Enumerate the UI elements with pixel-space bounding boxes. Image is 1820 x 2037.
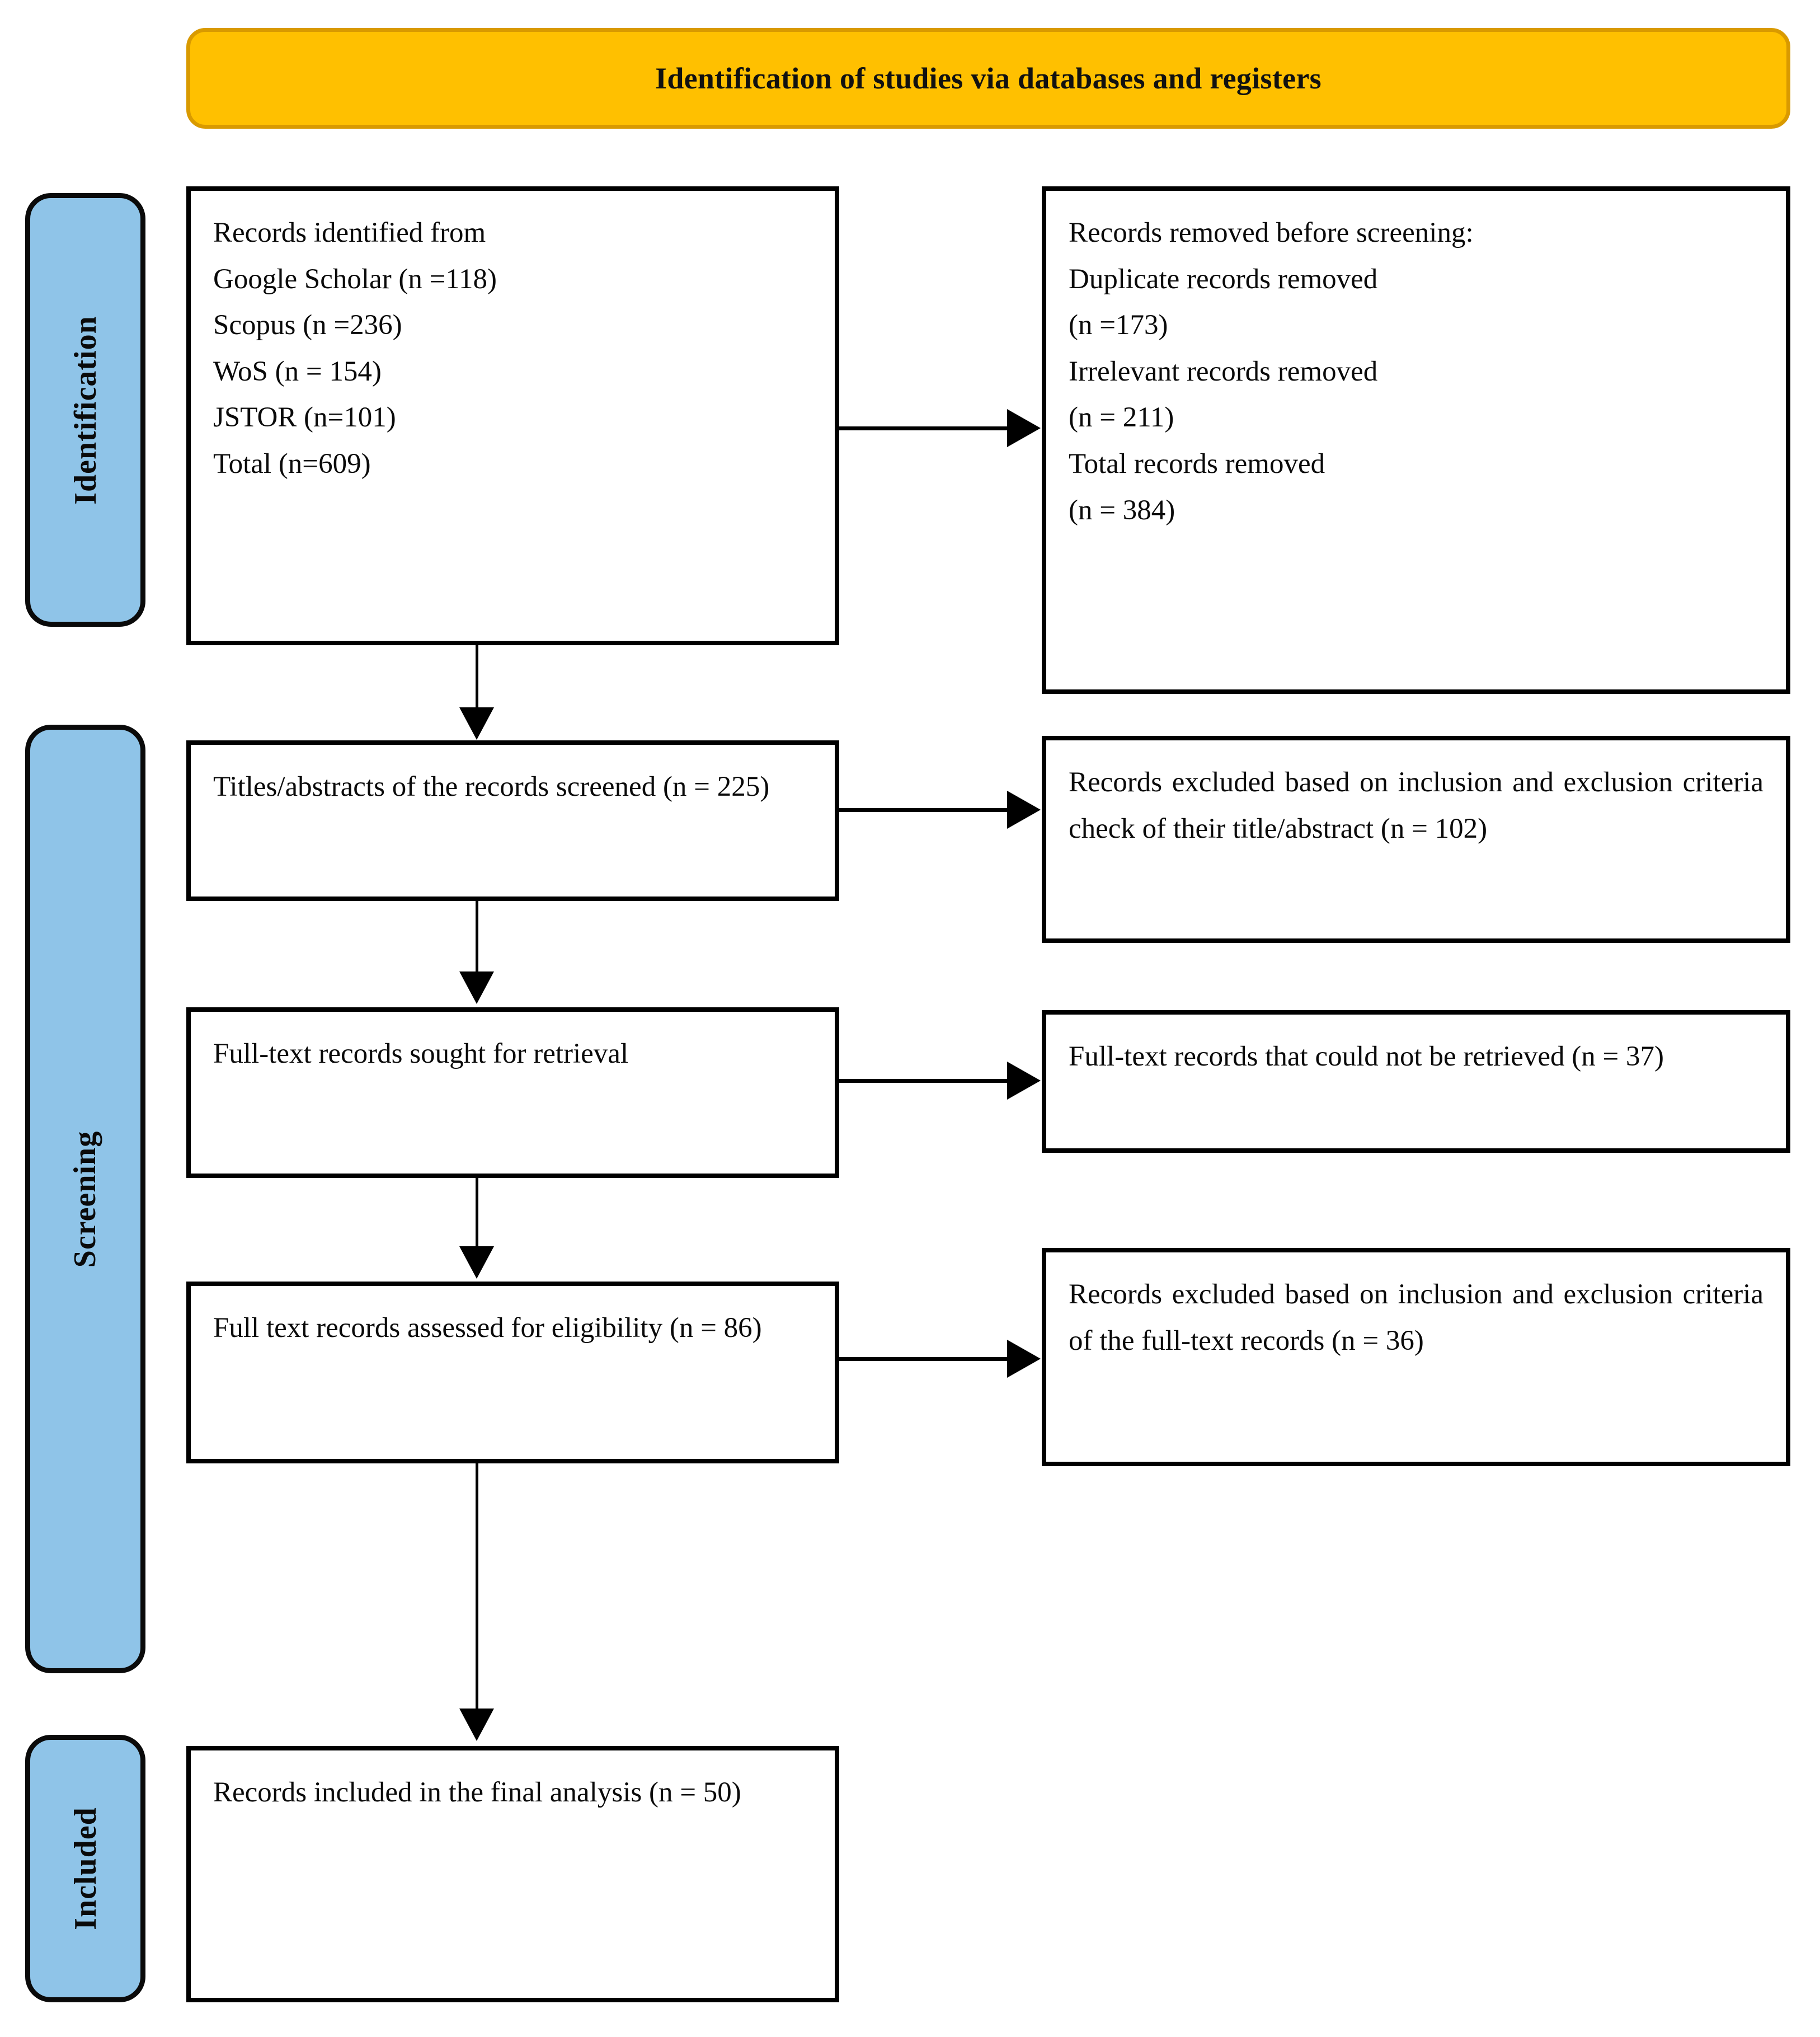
records-identified-line-2: Google Scholar (n =118) — [213, 263, 497, 295]
fulltext-not-retrieved-text: Full-text records that could not be re­t… — [1069, 1041, 1664, 1072]
arrow-assessed-to-excluded-head — [1007, 1340, 1041, 1378]
box-fulltext-not-retrieved: Full-text records that could not be re­t… — [1042, 1010, 1790, 1153]
arrow-screened-to-sought-head — [459, 971, 494, 1004]
stage-label-identification: Identification — [68, 315, 103, 505]
records-identified-line-1: Records identified from — [213, 217, 486, 248]
records-removed-line-5: (n = 211) — [1069, 402, 1174, 434]
records-removed-line-6: Total records removed — [1069, 448, 1325, 480]
records-removed-line-4: Irrelevant records removed — [1069, 355, 1378, 387]
arrow-sought-to-assessed-line — [476, 1178, 478, 1250]
arrow-screened-to-sought-line — [476, 901, 478, 975]
stage-label-screening: Screening — [68, 1130, 103, 1268]
records-removed-line-1: Records removed before screening: — [1069, 217, 1474, 248]
arrow-sought-to-notretrieved-line — [839, 1079, 1008, 1083]
box-records-removed-before-screening: Records removed before screening: Duplic… — [1042, 186, 1790, 694]
box-records-excluded-title-abstract: Records excluded based on inclusion and … — [1042, 736, 1790, 943]
box-titles-abstracts-screened: Titles/abstracts of the records screened… — [186, 740, 839, 901]
stage-tab-identification: Identification — [25, 193, 145, 627]
box-fulltext-assessed-eligibility: Full text records assessed for eli­gibil… — [186, 1282, 839, 1463]
box-records-identified: Records identified from Google Scholar (… — [186, 186, 839, 645]
arrow-identified-to-screened-line — [476, 645, 478, 711]
stage-tab-included: Included — [25, 1735, 145, 2002]
fulltext-assessed-text: Full text records assessed for eli­gibil… — [213, 1312, 762, 1344]
box-records-included-final-analysis: Records included in the final analysis (… — [186, 1746, 839, 2002]
records-identified-line-6: Total (n=609) — [213, 448, 371, 480]
records-removed-line-3: (n =173) — [1069, 309, 1168, 341]
stage-label-included: Included — [68, 1807, 103, 1930]
arrow-identified-to-screened-head — [459, 707, 494, 740]
diagram-header-banner: Identification of studies via databases … — [186, 28, 1790, 129]
page-title: Identification of studies via databases … — [655, 62, 1322, 95]
records-identified-line-5: JSTOR (n=101) — [213, 402, 396, 434]
records-removed-line-7: (n = 384) — [1069, 494, 1175, 526]
arrow-assessed-to-excluded-line — [839, 1357, 1008, 1361]
arrow-screened-to-excluded-line — [839, 808, 1008, 812]
arrow-sought-to-assessed-head — [459, 1246, 494, 1279]
box-records-excluded-fulltext: Records excluded based on inclusion and … — [1042, 1248, 1790, 1466]
records-removed-line-2: Duplicate records removed — [1069, 263, 1378, 295]
excluded-fulltext-text: Records excluded based on inclusion and … — [1069, 1279, 1763, 1357]
records-identified-line-3: Scopus (n =236) — [213, 309, 402, 341]
arrow-identified-to-removed-head — [1007, 409, 1041, 447]
fulltext-sought-text: Full-text records sought for re­trieval — [213, 1038, 629, 1069]
box-fulltext-sought-for-retrieval: Full-text records sought for re­trieval — [186, 1007, 839, 1178]
excluded-title-abstract-text: Records excluded based on inclusion and … — [1069, 767, 1763, 844]
arrow-sought-to-notretrieved-head — [1007, 1062, 1041, 1100]
arrow-assessed-to-included-head — [459, 1709, 494, 1741]
arrow-screened-to-excluded-head — [1007, 791, 1041, 829]
included-final-text: Records included in the final analysis (… — [213, 1777, 741, 1808]
titles-screened-text: Titles/abstracts of the records screened… — [213, 771, 770, 802]
arrow-identified-to-removed-line — [839, 426, 1008, 430]
arrow-assessed-to-included-line — [476, 1463, 478, 1712]
records-identified-line-4: WoS (n = 154) — [213, 355, 382, 387]
stage-tab-screening: Screening — [25, 725, 145, 1673]
